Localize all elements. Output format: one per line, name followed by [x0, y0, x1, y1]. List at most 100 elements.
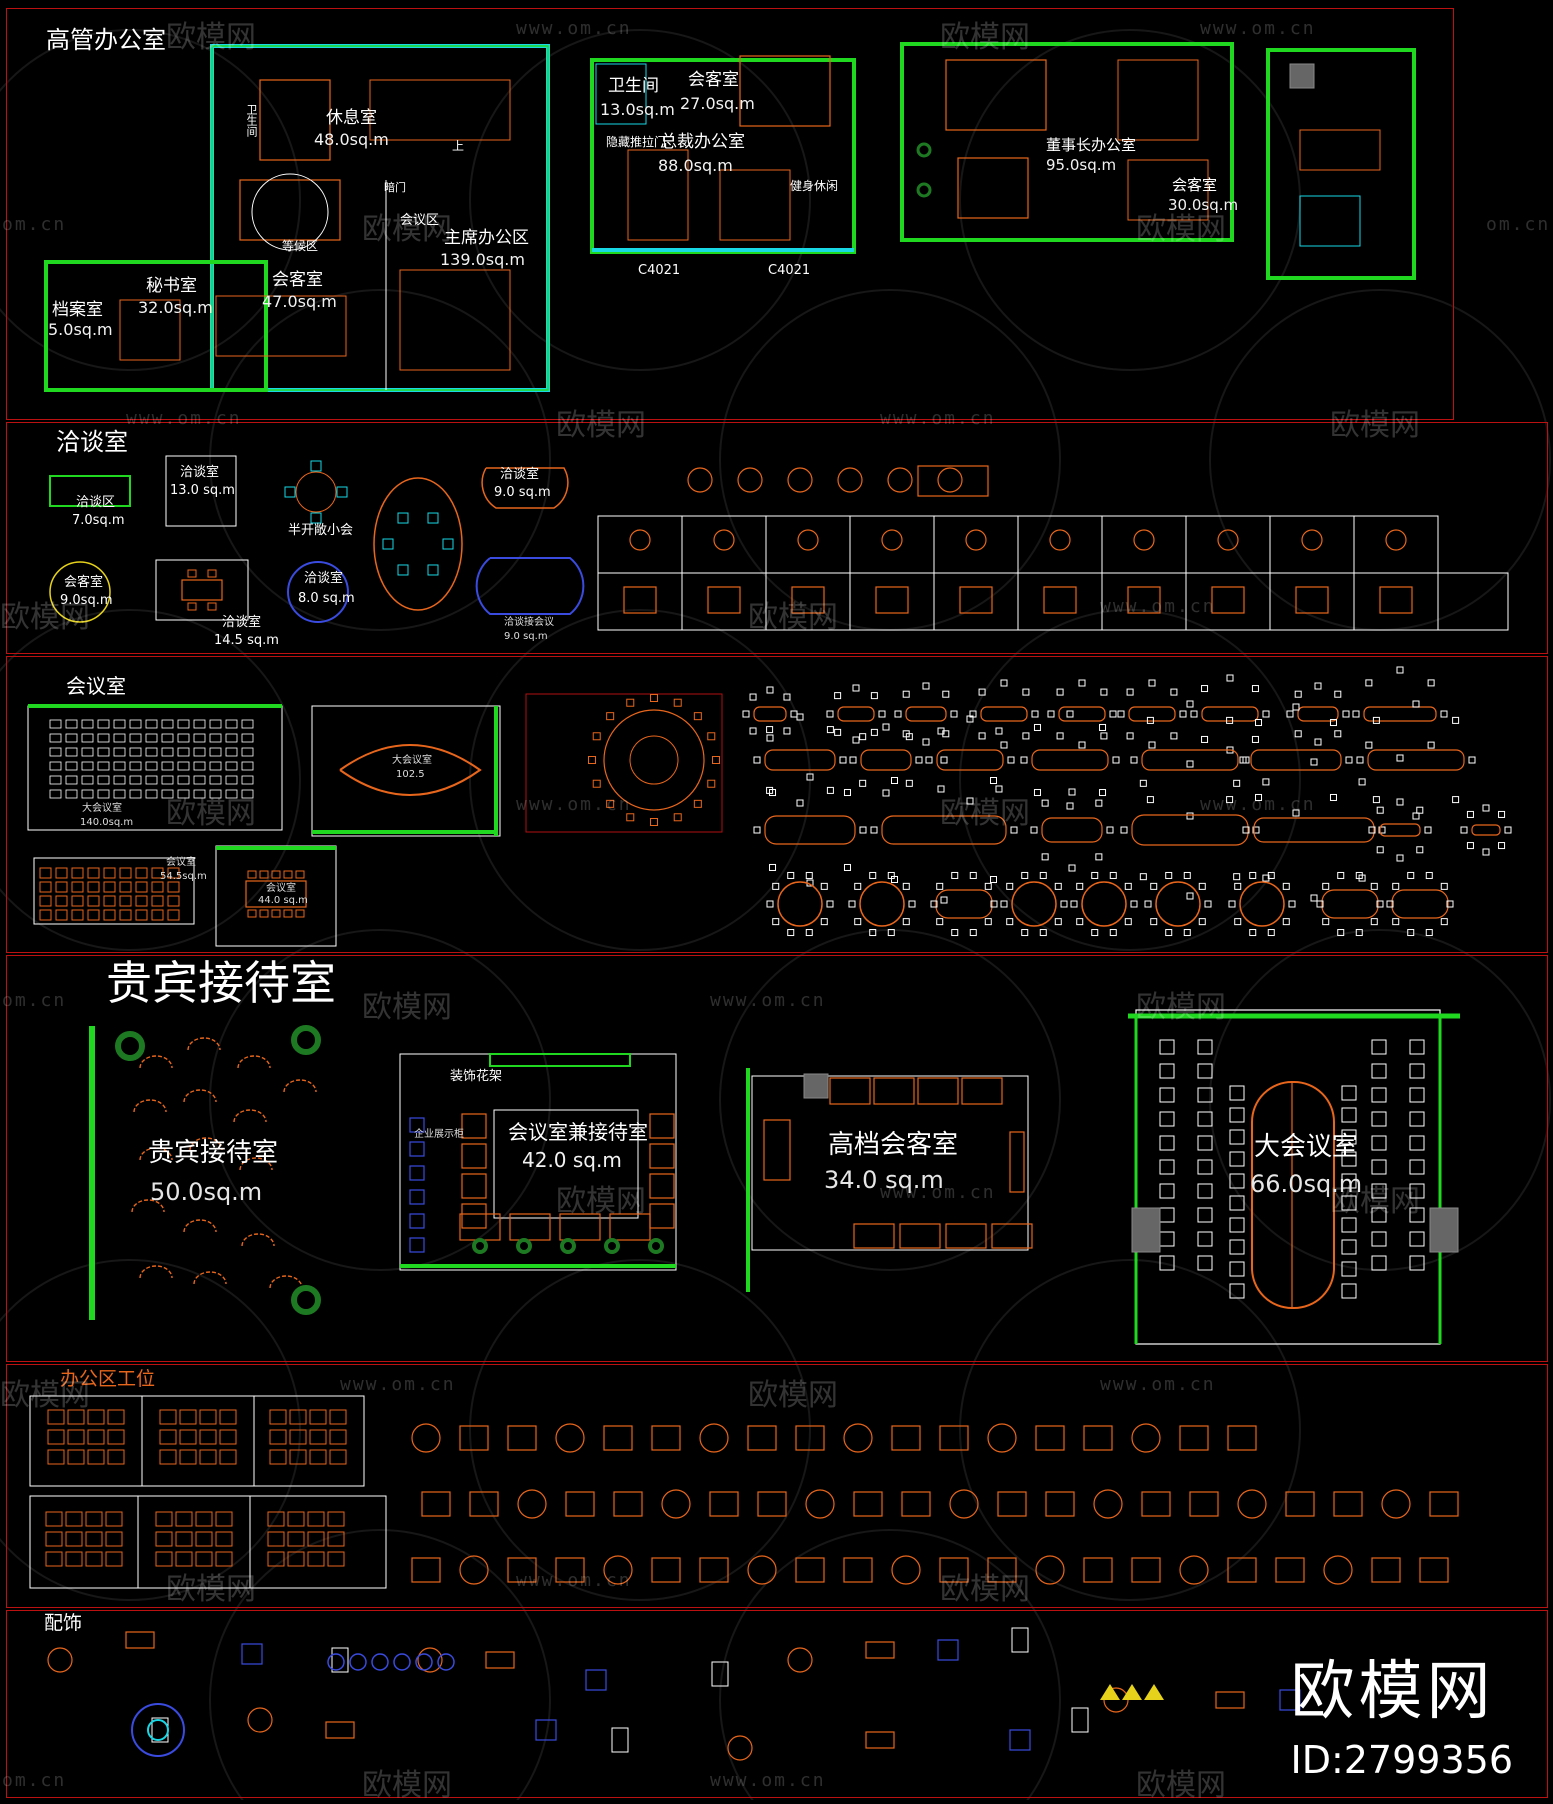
seat: [161, 775, 174, 785]
chair: [753, 756, 761, 764]
chair: [397, 512, 409, 524]
workstation-cluster: [1323, 1555, 1353, 1585]
room-area-reception-small: 9.0sq.m: [60, 593, 113, 608]
chair: [1452, 796, 1460, 804]
chair: [1371, 1231, 1387, 1247]
chair: [1409, 1255, 1425, 1271]
plant: [115, 1031, 145, 1061]
chair: [1234, 918, 1242, 926]
chair: [859, 733, 867, 741]
workstation-cluster: [901, 1491, 931, 1517]
sofa: [945, 1223, 987, 1249]
watermark-circle: [959, 1259, 1301, 1601]
room-area-nego-meeting: 9.0 sq.m: [504, 631, 548, 642]
armchair: [283, 1079, 317, 1093]
desk: [155, 1551, 173, 1567]
chair: [1100, 688, 1108, 696]
meeting-table: [1141, 749, 1239, 771]
side-chair: [461, 1173, 487, 1199]
room-area-meeting-4: 44.0 sq.m: [258, 895, 308, 906]
desk: [267, 1551, 285, 1567]
column: [1429, 1207, 1459, 1253]
label-toilet-vertical: 卫生间: [245, 104, 258, 137]
watermark-url: www.om.cn: [516, 18, 632, 39]
section-title-negotiation: 洽谈室: [56, 428, 128, 456]
workstation-cluster: [1093, 1489, 1123, 1519]
chair: [783, 727, 791, 735]
room-area-chairman-area: 139.0sq.m: [440, 250, 525, 269]
seat: [65, 761, 78, 771]
chair: [707, 779, 716, 788]
armchair-group: [719, 169, 791, 241]
chair: [693, 712, 702, 721]
chair: [1386, 900, 1394, 908]
chair: [891, 777, 899, 785]
chair: [1031, 710, 1039, 718]
accessory-row: [371, 1653, 389, 1671]
chair: [1197, 1159, 1213, 1175]
chair: [1112, 756, 1120, 764]
chair: [1341, 1085, 1357, 1101]
seat: [113, 789, 126, 799]
section-frame-negotiation: [6, 422, 1548, 654]
chair: [247, 909, 257, 918]
desk: [309, 1409, 327, 1425]
plant: [916, 142, 932, 158]
desk: [65, 1511, 83, 1527]
sofa: [829, 1077, 871, 1105]
desk: [219, 1409, 237, 1425]
watermark-circle: [469, 29, 811, 371]
desk: [195, 1531, 213, 1547]
chair: [1267, 871, 1275, 879]
desk: [65, 1551, 83, 1567]
room-label-toilet: 卫生间: [608, 76, 659, 96]
room-area-large-meeting: 66.0sq.m: [1250, 1170, 1363, 1198]
chair: [1355, 871, 1363, 879]
chair: [1159, 1039, 1175, 1055]
chair: [978, 732, 986, 740]
desk: [195, 1551, 213, 1567]
seat: [87, 881, 100, 893]
armchair: [189, 1137, 223, 1151]
sofa: [509, 1213, 551, 1241]
chair: [1452, 716, 1460, 724]
small-table-icon: [937, 467, 963, 493]
desk: [307, 1531, 325, 1547]
meeting-table: [1128, 706, 1176, 722]
meeting-table: [1031, 749, 1109, 771]
accessory: [1279, 1689, 1301, 1711]
desk: [85, 1511, 103, 1527]
chair: [1239, 756, 1247, 764]
plant: [648, 1238, 664, 1254]
seat: [97, 719, 110, 729]
desk: [289, 1429, 307, 1445]
seat: [81, 747, 94, 757]
chair: [1197, 1207, 1213, 1223]
chair: [1468, 756, 1476, 764]
room-label-reception-2: 会客室: [272, 270, 323, 290]
chair: [834, 728, 842, 736]
round-stair-core: [147, 1719, 169, 1741]
chair: [1165, 871, 1173, 879]
room-label-secretary: 秘书室: [146, 276, 197, 296]
armchair: [139, 1147, 173, 1161]
room-area-lounge: 48.0sq.m: [314, 130, 389, 149]
round-table: [1081, 881, 1127, 927]
chair: [1170, 732, 1178, 740]
chair: [749, 727, 757, 735]
chair: [1091, 929, 1099, 937]
workstation-cluster: [1429, 1491, 1459, 1517]
chair: [1371, 1135, 1387, 1151]
chair: [588, 756, 596, 764]
seat: [161, 719, 174, 729]
chair: [1022, 688, 1030, 696]
chair: [966, 797, 974, 805]
chair: [826, 786, 834, 794]
rug-circle: [251, 173, 329, 251]
chair: [766, 686, 774, 694]
seat: [113, 733, 126, 743]
display-cabinet: [409, 1165, 425, 1181]
chair: [1099, 723, 1107, 731]
chair: [1117, 710, 1125, 718]
display-cabinet: [409, 1189, 425, 1205]
